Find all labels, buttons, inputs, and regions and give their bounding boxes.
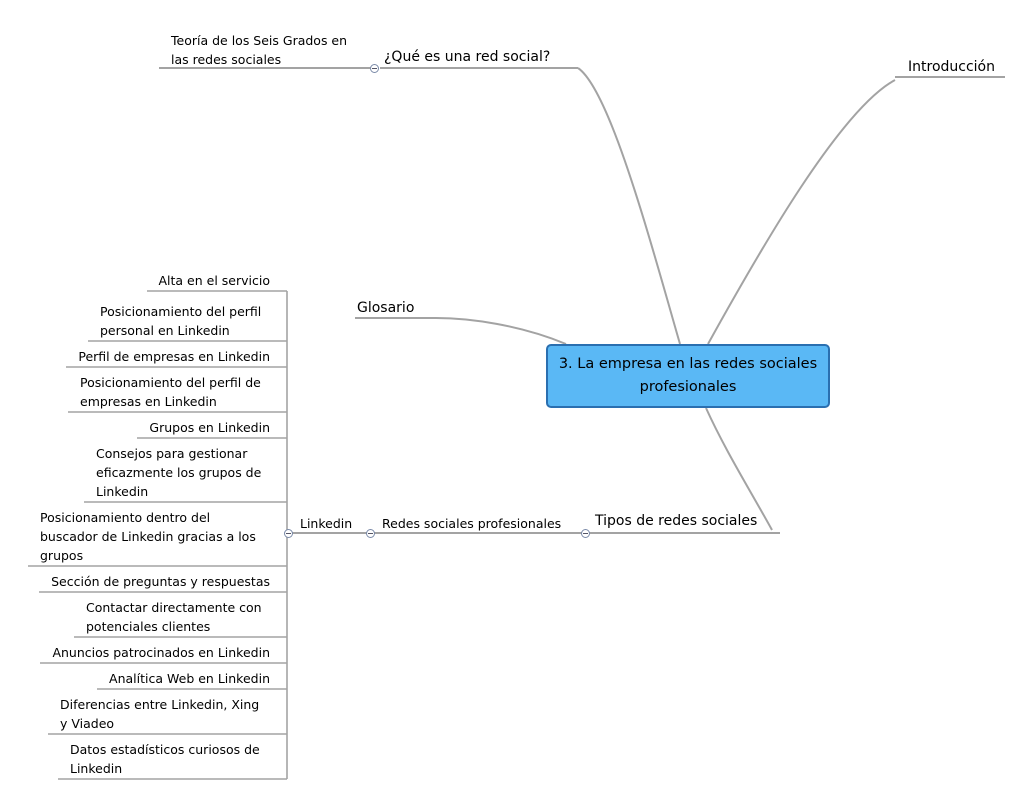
leaf-node[interactable]: Posicionamiento dentro del buscador de L… bbox=[40, 510, 256, 563]
collapse-toggle-redes[interactable] bbox=[366, 529, 375, 538]
collapse-toggle-linkedin[interactable] bbox=[284, 529, 293, 538]
leaf-node[interactable]: Perfil de empresas en Linkedin bbox=[78, 349, 270, 364]
leaf-node[interactable]: Posicionamiento del perfil de empresas e… bbox=[80, 375, 261, 409]
node-seis-grados[interactable]: Teoría de los Seis Grados en las redes s… bbox=[171, 33, 348, 67]
leaf-node[interactable]: Contactar directamente con potenciales c… bbox=[86, 600, 262, 634]
branch-que-es[interactable]: ¿Qué es una red social? bbox=[384, 49, 551, 65]
branch-introduccion[interactable]: Introducción bbox=[908, 59, 995, 75]
branch-tipos[interactable]: Tipos de redes sociales bbox=[595, 513, 758, 529]
leaf-node[interactable]: Alta en el servicio bbox=[158, 273, 271, 288]
connector-tipos bbox=[705, 407, 773, 531]
leaf-node[interactable]: Diferencias entre Linkedin, Xing y Viade… bbox=[60, 697, 260, 731]
leaf-node[interactable]: Anuncios patrocinados en Linkedin bbox=[52, 645, 270, 660]
leaf-node[interactable]: Posicionamiento del perfil personal en L… bbox=[100, 304, 262, 338]
collapse-toggle-tipos[interactable] bbox=[581, 529, 590, 538]
leaf-node[interactable]: Consejos para gestionar eficazmente los … bbox=[96, 446, 262, 499]
leaf-node[interactable]: Grupos en Linkedin bbox=[149, 420, 270, 435]
collapse-toggle-que-es[interactable] bbox=[370, 64, 379, 73]
leaf-node[interactable]: Analítica Web en Linkedin bbox=[109, 671, 270, 686]
connector-glosario bbox=[435, 317, 567, 345]
node-redes-profesionales[interactable]: Redes sociales profesionales bbox=[382, 516, 562, 531]
leaf-node[interactable]: Datos estadísticos curiosos de Linkedin bbox=[70, 742, 260, 776]
branch-glosario[interactable]: Glosario bbox=[357, 300, 415, 316]
central-topic[interactable]: 3. La empresa en las redes sociales prof… bbox=[546, 344, 830, 408]
node-linkedin[interactable]: Linkedin bbox=[300, 516, 353, 531]
leaf-node[interactable]: Sección de preguntas y respuestas bbox=[51, 574, 270, 589]
connector-introduccion bbox=[707, 79, 896, 345]
connector-que-es bbox=[577, 67, 681, 345]
